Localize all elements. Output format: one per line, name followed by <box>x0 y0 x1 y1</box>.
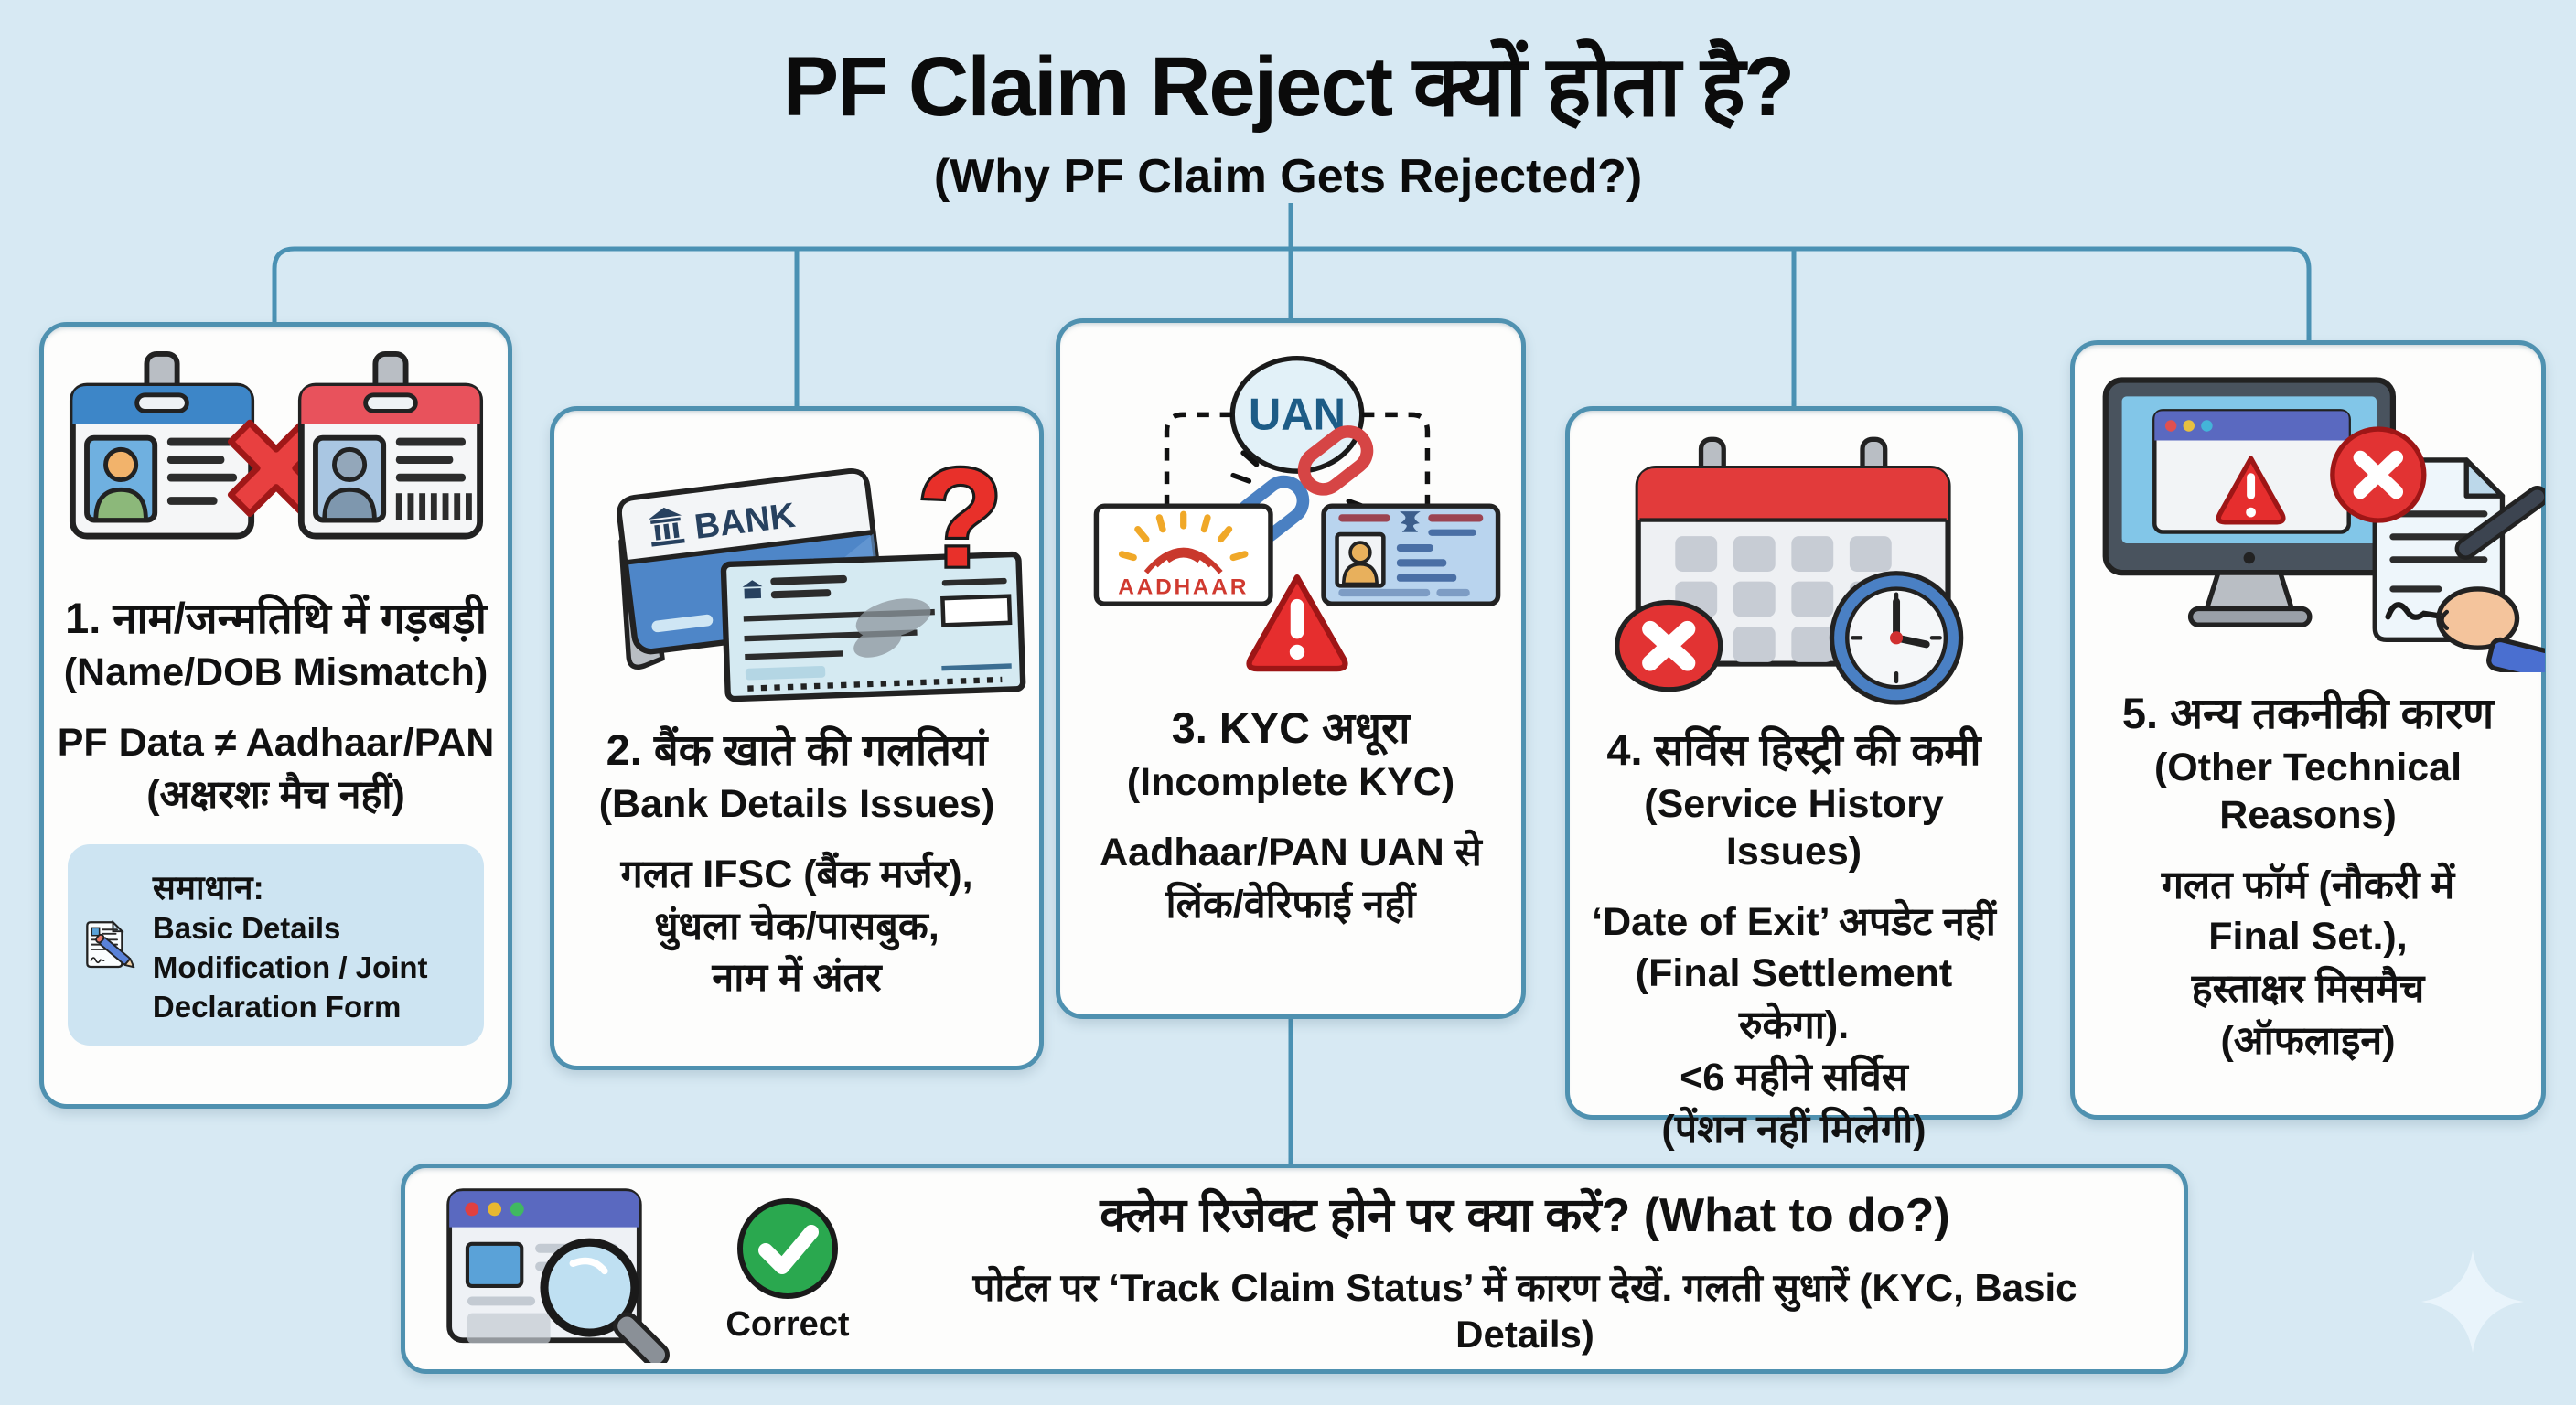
card-body-line: (अक्षरशः मैच नहीं) <box>146 772 405 817</box>
barcode <box>395 493 472 520</box>
document-pen-icon <box>86 920 135 969</box>
footer-heading: क्लेम रिजेक्ट होने पर क्या करें? (What t… <box>1100 1189 1950 1242</box>
card-incomplete-kyc: UAN <box>1056 318 1526 1019</box>
pan-card <box>1321 503 1501 606</box>
card-body-line: (ऑफलाइन) <box>2220 1018 2396 1063</box>
calendar-grid <box>1675 536 1892 662</box>
monitor-error-signature-icon <box>2102 377 2545 672</box>
card-heading: 4. सर्विस हिस्ट्री की कमी <box>1606 725 1981 774</box>
bank-glyph <box>649 507 685 547</box>
red-x-circle <box>2330 426 2427 523</box>
card-body-line: Final Set.), <box>2208 915 2408 960</box>
uan-label: UAN <box>1249 391 1346 440</box>
warning-triangle-icon <box>1246 574 1348 672</box>
card-subheading: (Other Technical Reasons) <box>2153 745 2463 837</box>
card-body-line: लिंक/वेरिफाई नहीं <box>1165 882 1416 927</box>
correct-check: Correct <box>705 1194 870 1345</box>
card-body-line: हस्ताक्षर मिसमैच <box>2191 967 2425 1012</box>
sparkle-icon <box>2421 1250 2524 1353</box>
clock-icon <box>1829 571 1964 705</box>
card-other-technical-reasons: 5. अन्य तकनीकी कारण (Other Technical Rea… <box>2070 340 2546 1120</box>
correct-label: Correct <box>725 1304 850 1344</box>
card-subheading: (Name/DOB Mismatch) <box>63 650 488 695</box>
red-x-badge <box>1615 599 1723 692</box>
card-subheading: (Incomplete KYC) <box>1126 760 1455 805</box>
footer-body: पोर्टल पर ‘Track Claim Status’ में कारण … <box>972 1266 2077 1356</box>
card-heading: 3. KYC अधूरा <box>1171 703 1411 752</box>
header: PF Claim Reject क्यों होता है? (Why PF C… <box>0 13 2576 204</box>
footer-bar: Correct क्लेम रिजेक्ट होने पर क्या करें?… <box>401 1164 2188 1374</box>
sun-rays <box>1118 510 1249 562</box>
check-circle-icon <box>737 1197 838 1299</box>
card-name-dob-mismatch: 1. नाम/जन्मतिथि में गड़बड़ी (Name/DOB Mi… <box>39 322 512 1109</box>
page-title: PF Claim Reject क्यों होता है? <box>782 40 1795 134</box>
browser-search-icon <box>446 1188 670 1363</box>
card-body-line: ‘Date of Exit’ अपडेट नहीं <box>1592 899 1996 944</box>
card-body-line: गलत फॉर्म (नौकरी में <box>2161 863 2455 907</box>
fingerprint-arcs <box>1143 547 1223 574</box>
calendar-clock-error-icon <box>1615 436 1964 705</box>
aadhaar-card: AADHAAR <box>1093 503 1273 606</box>
cheque <box>720 551 1026 702</box>
dashed-links <box>1164 412 1431 507</box>
uan-link-broken-icon: UAN <box>1093 355 1501 672</box>
card-subheading: (Bank Details Issues) <box>598 782 995 827</box>
card-body-line: नाम में अंतर <box>712 956 882 1001</box>
solution-text: Basic Details Modification / Joint Decla… <box>152 911 428 1024</box>
card-heading: 2. बैंक खाते की गलतियां <box>606 725 988 774</box>
card-heading: 5. अन्य तकनीकी कारण <box>2121 689 2495 737</box>
hand-with-pen <box>2436 486 2545 672</box>
cheque-bank-glyph <box>742 580 763 599</box>
card-body-line: <6 महीने सर्विस <box>1680 1055 1908 1099</box>
card-body-line: (Final Settlement रुकेगा). <box>1635 951 1953 1048</box>
id-badges-mismatch-icon <box>69 350 483 540</box>
card-body-line: (पेंशन नहीं मिलेगी) <box>1661 1107 1927 1152</box>
card-bank-details-issues: BANK <box>550 406 1044 1070</box>
id-badge-red <box>297 350 483 540</box>
signature-smudge <box>853 598 931 658</box>
browser-window <box>2152 409 2351 534</box>
card-body-line: गलत IFSC (बैंक मर्जर), <box>620 852 973 896</box>
solution-box: समाधान: Basic Details Modification / Joi… <box>68 844 484 1046</box>
card-body-line: धुंधला चेक/पासबुक, <box>654 904 939 949</box>
bank-card-cheque-icon: BANK <box>617 437 1026 702</box>
page-subtitle: (Why PF Claim Gets Rejected?) <box>933 150 1643 203</box>
monitor <box>2102 377 2397 627</box>
question-mark-icon: ? <box>918 441 1003 596</box>
card-heading: 1. नाम/जन्मतिथि में गड़बड़ी <box>65 594 487 642</box>
aadhaar-label: AADHAAR <box>1118 574 1249 599</box>
card-body-line: Aadhaar/PAN UAN से <box>1100 830 1482 874</box>
magnifier <box>540 1238 670 1363</box>
id-badge-blue <box>69 350 254 540</box>
card-service-history-issues: 4. सर्विस हिस्ट्री की कमी (Service Histo… <box>1565 406 2023 1152</box>
card-body-line: PF Data ≠ Aadhaar/PAN <box>57 720 495 765</box>
card-subheading: (Service History Issues) <box>1644 782 1944 874</box>
solution-label: समाधान: <box>152 869 264 907</box>
footer-text: क्लेम रिजेक्ट होने पर क्या करें? (What t… <box>901 1181 2149 1357</box>
